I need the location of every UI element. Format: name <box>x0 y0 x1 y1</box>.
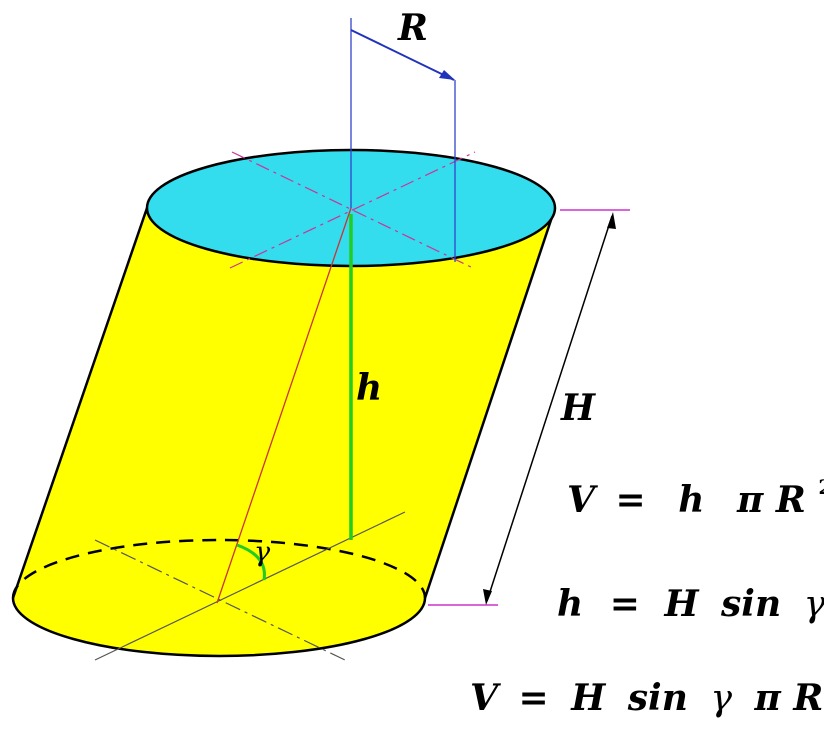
top-centerline-1 <box>231 151 474 269</box>
H-dimension <box>486 215 613 602</box>
bottom-ellipse-front <box>11 597 427 658</box>
label-R: R <box>397 7 428 49</box>
label-gamma: γ <box>254 537 271 568</box>
formula-volume-slant: V = H sin γ π R <box>470 677 823 719</box>
top-centerline-2 <box>229 151 476 269</box>
radius-arrowhead <box>439 70 455 80</box>
formula-volume: V = h π R 2 <box>567 475 824 521</box>
H-arrowhead-bottom <box>483 589 492 605</box>
left-generator <box>11 207 149 599</box>
cylinder-side <box>13 208 555 656</box>
H-arrowhead-top <box>607 212 616 229</box>
label-h: h <box>356 367 382 409</box>
label-H: H <box>560 387 596 429</box>
bottom-centerline-2 <box>94 511 406 661</box>
slant-axis <box>216 207 352 604</box>
angle-arc <box>236 543 266 581</box>
right-generator <box>423 207 557 599</box>
formula-height: h = H sin γ <box>557 583 824 625</box>
radius-dimension <box>350 29 455 81</box>
